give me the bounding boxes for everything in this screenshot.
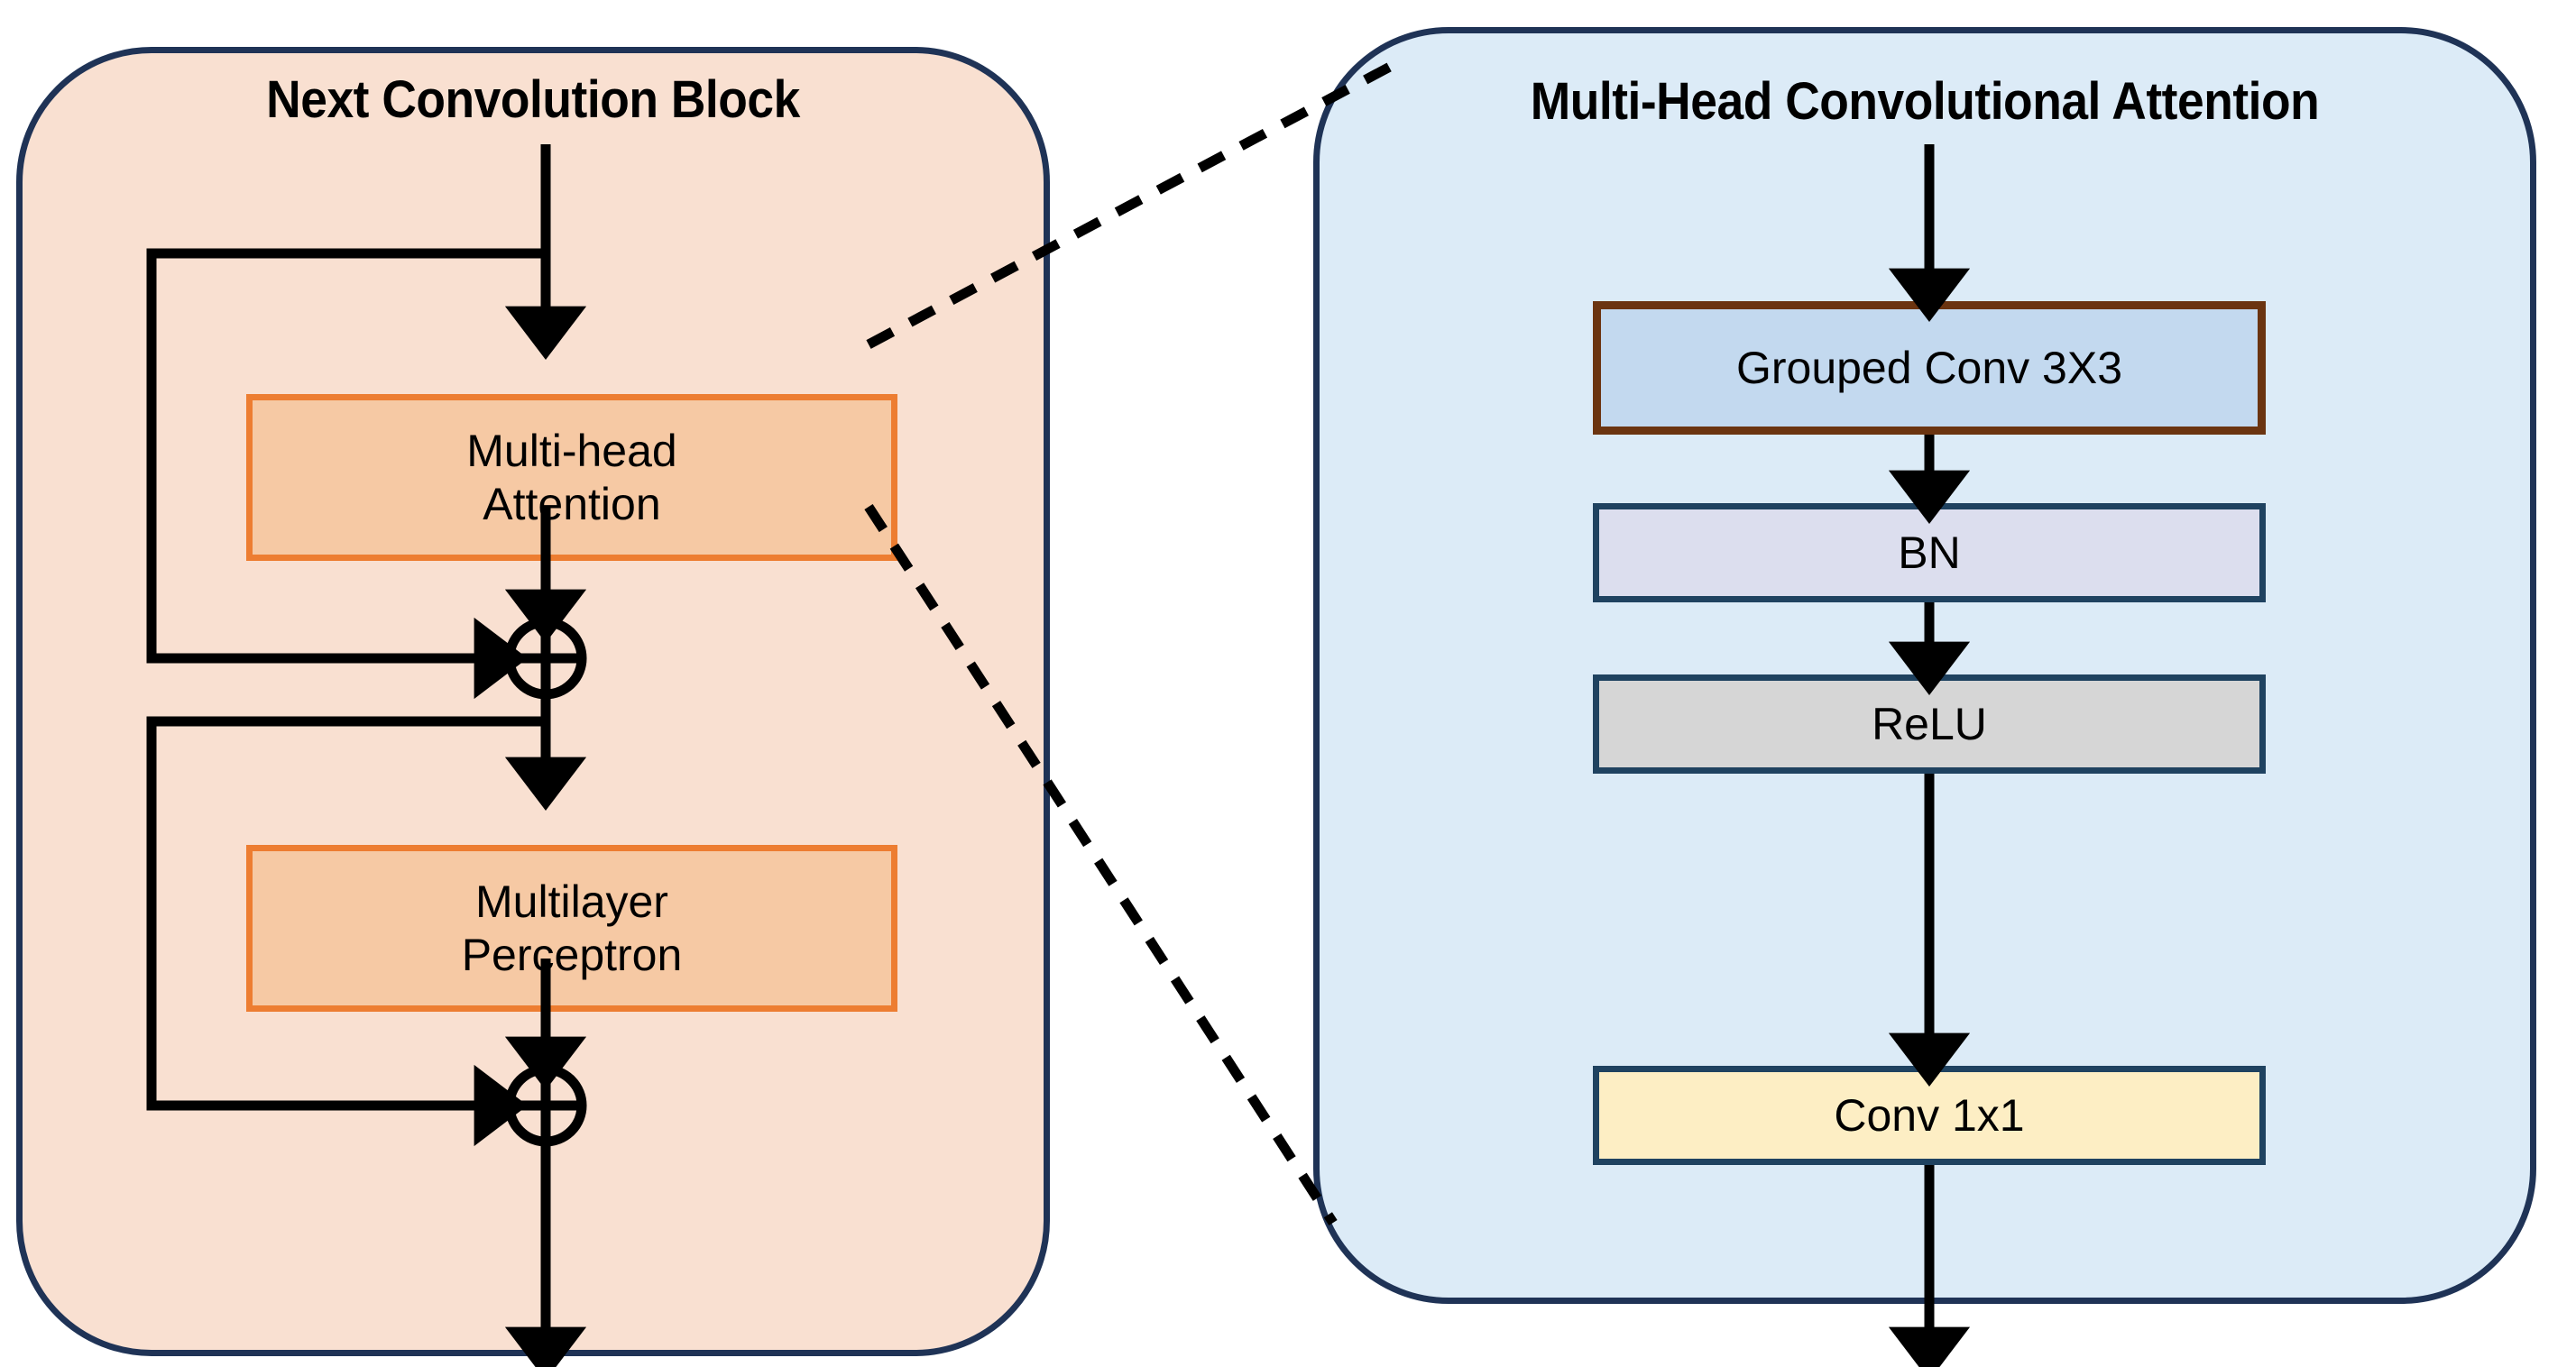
conv-1x1-block[interactable]: Conv 1x1 — [1593, 1066, 2266, 1165]
page-title-right: Multi-Head Convolutional Attention — [1530, 72, 2320, 131]
mlp-label-line1: Multilayer — [475, 876, 668, 927]
conv1x1-label: Conv 1x1 — [1834, 1089, 2025, 1141]
multi-head-attention-label: Multi-head Attention — [466, 425, 676, 531]
batch-norm-block[interactable]: BN — [1593, 503, 2266, 602]
grouped-conv-3x3-block[interactable]: Grouped Conv 3X3 — [1593, 301, 2266, 435]
page-title-left: Next Convolution Block — [266, 70, 800, 129]
grouped-conv-label: Grouped Conv 3X3 — [1735, 342, 2123, 393]
multilayer-perceptron-label: Multilayer Perceptron — [462, 876, 683, 982]
multilayer-perceptron-block[interactable]: Multilayer Perceptron — [246, 845, 897, 1012]
mha-label-line1: Multi-head — [466, 425, 677, 476]
mlp-label-line2: Perceptron — [461, 929, 683, 980]
mha-label-line2: Attention — [483, 478, 661, 529]
bn-label: BN — [1898, 527, 1961, 578]
relu-label: ReLU — [1872, 698, 1987, 749]
relu-block[interactable]: ReLU — [1593, 674, 2266, 774]
multi-head-attention-block[interactable]: Multi-head Attention — [246, 394, 897, 561]
next-convolution-block-panel: Next Convolution Block Multi-head Attent… — [16, 47, 1050, 1356]
